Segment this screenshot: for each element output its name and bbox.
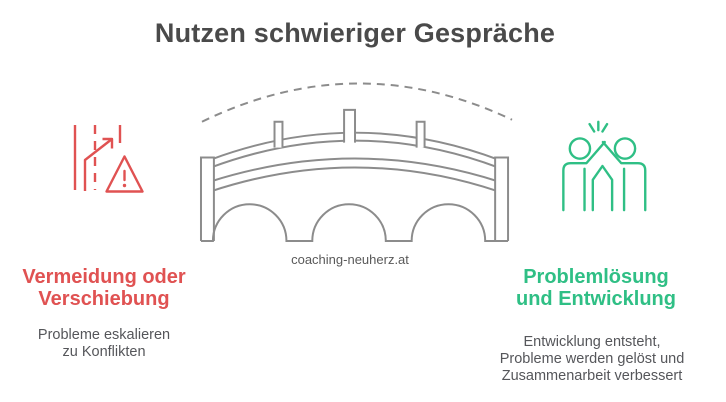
lane-change-line bbox=[83, 138, 113, 191]
road-detour-warning-icon bbox=[73, 122, 145, 200]
bridge-post-left bbox=[273, 120, 284, 148]
burst-line-left bbox=[588, 122, 596, 133]
bridge-icon bbox=[198, 80, 516, 244]
right-panel-heading: Problemlösung und Entwicklung bbox=[516, 266, 676, 310]
right-panel-body: Entwicklung entsteht, Probleme werden ge… bbox=[499, 334, 685, 384]
arrow-head bbox=[102, 137, 114, 149]
left-person-head bbox=[568, 137, 592, 160]
mid-rail-outer bbox=[210, 157, 499, 183]
burst-line-right bbox=[601, 122, 609, 133]
exclamation-dot bbox=[122, 183, 127, 188]
bridge-end-post-right bbox=[494, 156, 510, 242]
watermark-caption: coaching-neuherz.at bbox=[291, 252, 409, 267]
left-person-body-arm bbox=[562, 140, 606, 212]
right-person-head bbox=[613, 137, 637, 160]
bridge-end-post-left bbox=[199, 156, 215, 242]
center-arms-arch bbox=[591, 164, 614, 212]
page-title: Nutzen schwieriger Gespräche bbox=[154, 18, 556, 48]
bridge-post-right bbox=[415, 120, 426, 148]
bridge-base-arches bbox=[200, 203, 509, 242]
left-panel-heading: Vermeidung oder Verschiebung bbox=[22, 266, 186, 310]
mid-rail-inner bbox=[210, 166, 499, 193]
top-rail-inner bbox=[210, 139, 499, 169]
warning-triangle bbox=[105, 155, 144, 193]
right-person-body-arm bbox=[601, 140, 647, 212]
dashed-arc bbox=[201, 82, 513, 123]
high-five-icon bbox=[556, 118, 648, 214]
bridge-post-center bbox=[343, 108, 357, 143]
left-panel-body: Probleme eskalieren zu Konflikten bbox=[37, 327, 171, 360]
